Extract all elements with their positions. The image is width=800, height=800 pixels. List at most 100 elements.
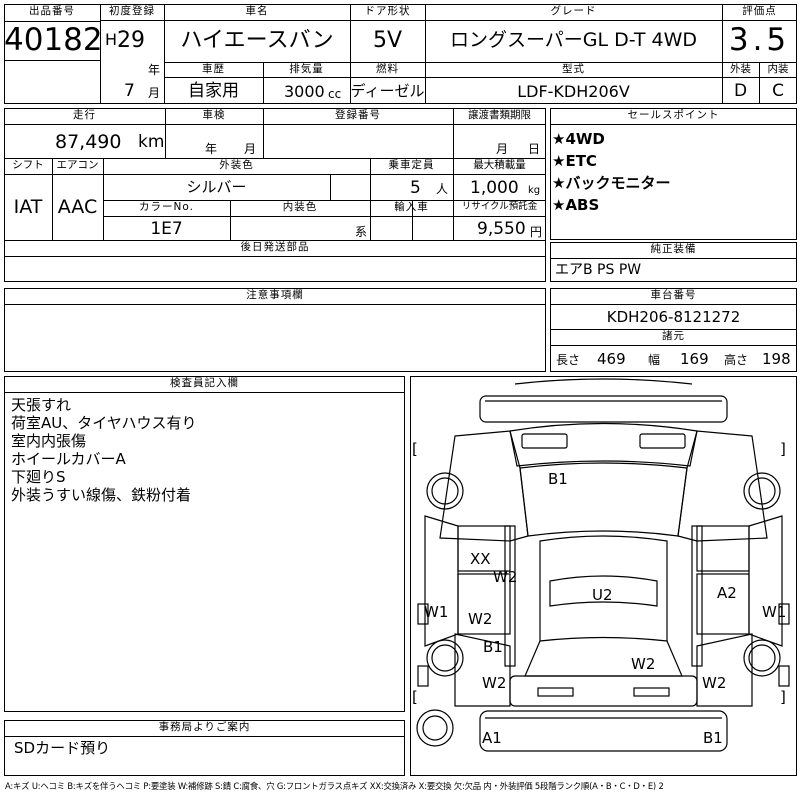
chassis-label: 車台番号 <box>650 289 697 301</box>
equipment: エアB PS PW <box>555 262 642 278</box>
car-diagram-box <box>410 376 797 776</box>
equipment-box <box>550 242 797 282</box>
grade: ロングスーパーGL D-T 4WD <box>449 29 698 51</box>
exterior-label: 外装 <box>730 63 751 75</box>
color-no: 1E7 <box>150 219 183 239</box>
int-color-unit: 系 <box>355 225 368 239</box>
height: 198 <box>762 350 791 368</box>
damage-mark: B1 <box>483 638 503 656</box>
inspector-line: 外装うすい線傷、鉄粉付着 <box>11 486 192 504</box>
capacity-unit: 人 <box>436 182 449 196</box>
reg-month: 7 <box>124 81 135 101</box>
notes-label: 注意事項欄 <box>246 289 304 301</box>
inspection-month-unit: 月 <box>244 142 257 156</box>
model-code: LDF-KDH206V <box>517 82 630 101</box>
damage-mark: W2 <box>631 655 656 673</box>
shift: IAT <box>13 196 43 218</box>
sales-points-label: セールスポイント <box>627 109 720 121</box>
ac-label: エアコン <box>56 159 99 171</box>
year-unit: 年 <box>148 63 161 77</box>
sales-points-box <box>550 108 797 240</box>
inspector-line: ホイールカバーA <box>11 450 126 468</box>
ac: AAC <box>57 196 98 218</box>
office-label: 事務局よりご案内 <box>158 721 251 733</box>
car-name-label: 車名 <box>245 5 269 17</box>
lot-label: 出品番号 <box>29 5 75 17</box>
model-label: 型式 <box>562 63 585 75</box>
width: 169 <box>680 350 709 368</box>
damage-mark: W1 <box>424 603 449 621</box>
inspector-line: 室内内張傷 <box>11 432 87 450</box>
damage-mark: ] <box>780 440 786 458</box>
capacity: 5 <box>410 178 421 198</box>
exterior-grade: D <box>733 81 748 101</box>
damage-mark: [ <box>412 440 418 458</box>
damage-mark: U2 <box>592 586 613 604</box>
inspector-box <box>4 376 405 712</box>
fuel-label: 燃料 <box>376 63 399 75</box>
later-parts-label: 後日発送部品 <box>240 241 310 253</box>
damage-mark: W2 <box>468 610 493 628</box>
import-label: 輸入車 <box>394 201 429 213</box>
plate-label: 登録番号 <box>335 109 381 121</box>
score: 3.5 <box>728 22 791 58</box>
month-unit: 月 <box>148 86 161 100</box>
lot-number: 40182 <box>4 22 103 58</box>
inspector-label: 検査員記入欄 <box>170 377 239 389</box>
damage-mark: [ <box>412 688 418 706</box>
doors-label: ドア形状 <box>364 5 411 17</box>
recycle-label: リサイクル預託金 <box>461 201 538 212</box>
office-text: SDカード預り <box>14 739 111 757</box>
sales-point-item: ★バックモニター <box>552 174 671 192</box>
recycle-fee: 9,550 <box>477 219 526 239</box>
fuel: ディーゼル <box>350 82 425 100</box>
history: 自家用 <box>188 81 239 101</box>
damage-mark: W1 <box>762 603 787 621</box>
sales-point-item: ★ABS <box>552 196 600 214</box>
width-label: 幅 <box>648 353 661 367</box>
damage-mark: A1 <box>482 729 502 747</box>
car-name: ハイエースバン <box>180 28 334 53</box>
shift-label: シフト <box>12 159 44 171</box>
damage-mark: B1 <box>548 470 568 488</box>
inspection-label: 車検 <box>202 109 226 121</box>
interior-label: 内装 <box>767 63 789 75</box>
legend: A:キズ U:ヘコミ B:キズを伴うヘコミ P:要塗装 W:補修跡 S:錆 C:… <box>5 781 664 791</box>
chassis-box <box>550 288 797 372</box>
recycle-unit: 円 <box>530 225 543 239</box>
transfer-month-unit: 月 <box>496 142 509 156</box>
transfer-label: 譲渡書類期限 <box>468 109 531 121</box>
details-table <box>4 108 546 282</box>
inspector-line: 天張すれ <box>11 396 72 414</box>
inspection-year-unit: 年 <box>205 142 218 156</box>
equipment-label: 純正装備 <box>650 243 697 255</box>
damage-mark: XX <box>470 550 491 568</box>
displacement-unit: cc <box>328 87 342 101</box>
damage-mark: A2 <box>717 584 737 602</box>
length: 469 <box>597 350 626 368</box>
color-no-label: カラーNo. <box>139 201 194 213</box>
score-label: 評価点 <box>742 5 777 17</box>
ext-color: シルバー <box>186 178 247 196</box>
int-color-label: 内装色 <box>282 201 318 213</box>
car-diagram <box>416 378 790 752</box>
reg-year: 29 <box>117 28 145 53</box>
height-label: 高さ <box>724 353 749 367</box>
displacement: 3000 <box>284 82 325 101</box>
ext-color-label: 外装色 <box>219 159 254 171</box>
damage-mark: W2 <box>482 674 507 692</box>
grade-label: グレード <box>550 5 597 17</box>
transfer-day-unit: 日 <box>528 142 541 156</box>
sales-point-item: ★ETC <box>552 152 597 170</box>
mileage-label: 走行 <box>73 109 96 121</box>
load: 1,000 <box>470 178 519 198</box>
era: H <box>105 30 118 49</box>
doors: 5V <box>372 28 403 53</box>
notes-box <box>4 288 546 372</box>
first-reg-label: 初度登録 <box>109 5 155 17</box>
load-unit: kg <box>528 185 541 196</box>
history-label: 車歴 <box>202 63 225 75</box>
damage-mark: ] <box>780 688 786 706</box>
damage-mark: B1 <box>703 729 723 747</box>
inspector-line: 下廻りS <box>11 468 66 486</box>
